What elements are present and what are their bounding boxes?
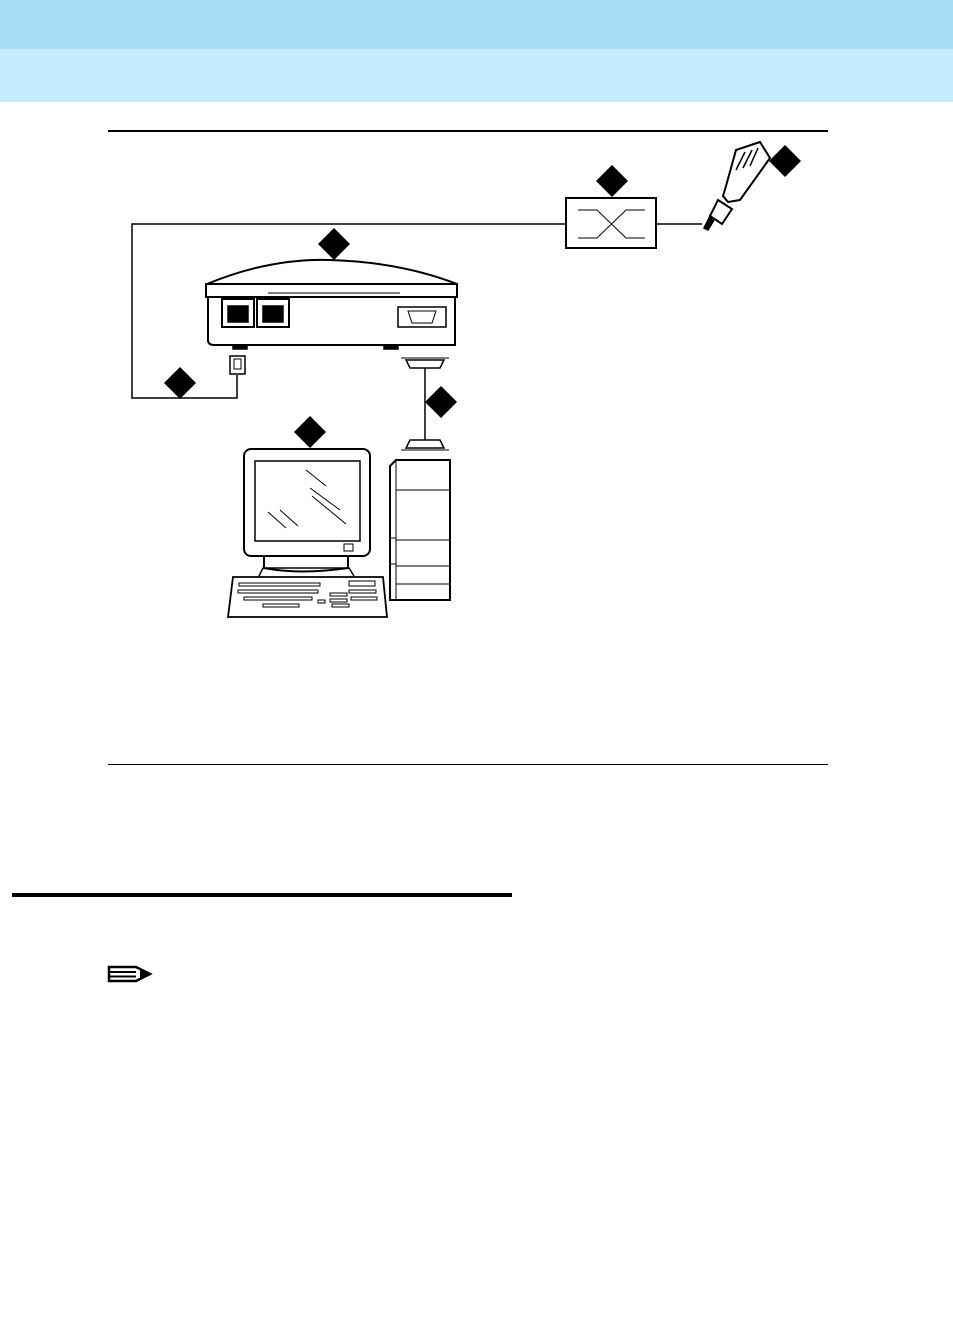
connection-diagram xyxy=(0,0,953,780)
callout-5 xyxy=(425,386,457,418)
callout-4 xyxy=(164,367,196,399)
mtu-device xyxy=(206,260,457,349)
callout-6 xyxy=(294,416,326,448)
punchdown-tool xyxy=(704,142,770,230)
callout-3 xyxy=(318,228,350,260)
wall-box xyxy=(566,198,656,248)
section-heading-rule xyxy=(12,893,512,897)
keyboard xyxy=(228,577,387,617)
pc-tower xyxy=(390,460,450,600)
note-pencil-icon xyxy=(106,962,154,986)
phone-jack xyxy=(230,356,245,374)
figure-bottom-rule xyxy=(108,764,828,765)
callout-2 xyxy=(769,145,801,177)
callout-1 xyxy=(596,165,628,197)
pc-monitor xyxy=(244,449,370,576)
